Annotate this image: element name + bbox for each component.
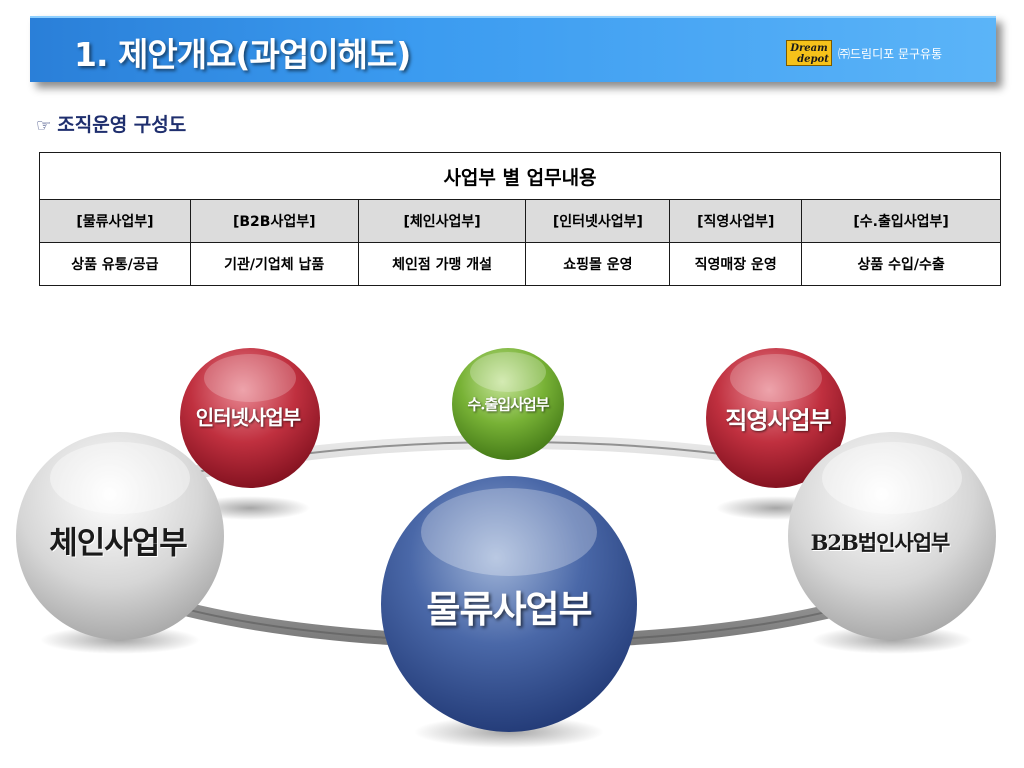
page-title: 1. 제안개요(과업이해도)	[74, 35, 411, 74]
b2b-division-ball	[788, 432, 996, 640]
ball-highlight	[50, 442, 190, 514]
section-title: 조직운영 구성도	[57, 114, 187, 136]
table-cell: 기관/기업체 납품	[189, 242, 359, 286]
chain-division-ball	[16, 432, 224, 640]
import-export-division-label: 수.출입사업부	[467, 395, 549, 414]
organization-diagram: 인터넷사업부 수.출입사업부 직영사업부 체인사업부 B2B법인사업부 물류사업…	[0, 300, 1024, 768]
column-header: [수.출입사업부]	[801, 199, 1001, 243]
logo-line-1: Dream	[790, 43, 828, 54]
import-export-division-ball	[452, 348, 564, 460]
b2b-division-label: B2B법인사업부	[810, 530, 951, 555]
logistics-division-label: 물류사업부	[426, 587, 592, 631]
ball-highlight	[204, 354, 296, 402]
ball-highlight	[822, 442, 962, 514]
table-cell: 직영매장 운영	[669, 242, 803, 286]
table-cell: 쇼핑몰 운영	[525, 242, 671, 286]
table-row: 상품 유통/공급 기관/기업체 납품 체인점 가맹 개설 쇼핑몰 운영 직영매장…	[39, 242, 1001, 286]
company-logo: Dream depot	[786, 40, 832, 66]
logistics-division-ball	[381, 476, 637, 732]
table-cell: 상품 수입/수출	[801, 242, 1001, 286]
section-heading: ☞조직운영 구성도	[36, 110, 186, 137]
direct-division-label: 직영사업부	[725, 405, 831, 435]
table-cell: 상품 유통/공급	[39, 242, 191, 286]
title-banner: 1. 제안개요(과업이해도) Dream depot ㈜드림디포 문구유통	[30, 16, 996, 82]
column-header: [B2B사업부]	[189, 199, 359, 243]
direct-division-ball	[706, 348, 846, 488]
internet-division-ball	[180, 348, 320, 488]
chain-division-label: 체인사업부	[49, 525, 188, 562]
column-header: [인터넷사업부]	[525, 199, 671, 243]
column-header: [직영사업부]	[669, 199, 803, 243]
pointing-hand-icon: ☞	[36, 116, 52, 136]
ball-highlight	[730, 354, 822, 402]
column-header: [체인사업부]	[357, 199, 527, 243]
internet-division-label: 인터넷사업부	[195, 405, 301, 430]
table-cell: 체인점 가맹 개설	[357, 242, 527, 286]
table-header-row: [물류사업부] [B2B사업부] [체인사업부] [인터넷사업부] [직영사업부…	[39, 199, 1001, 243]
company-name: ㈜드림디포 문구유통	[838, 47, 943, 61]
table-title: 사업부 별 업무내용	[39, 152, 1001, 200]
diagram-graphics	[16, 348, 996, 748]
column-header: [물류사업부]	[39, 199, 191, 243]
ball-highlight	[470, 352, 546, 392]
department-table: 사업부 별 업무내용 [물류사업부] [B2B사업부] [체인사업부] [인터넷…	[39, 152, 1001, 286]
logo-line-2: depot	[797, 54, 829, 65]
ball-highlight	[421, 488, 597, 576]
